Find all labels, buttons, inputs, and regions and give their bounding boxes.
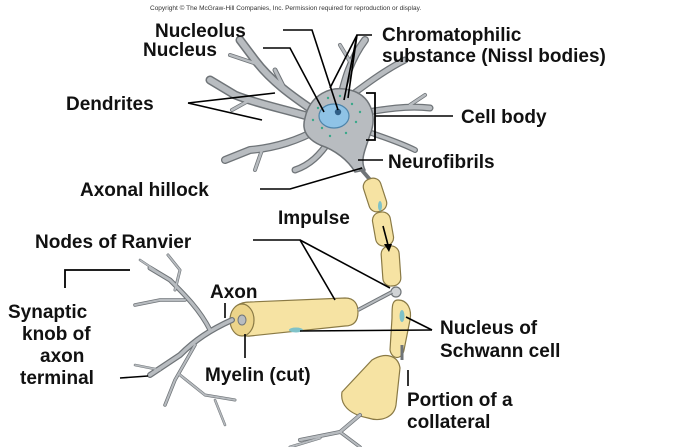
label-chromatophilic-1: Chromatophilic (382, 25, 522, 46)
label-synaptic-3: axon (40, 346, 84, 367)
label-nucleolus: Nucleolus (155, 21, 246, 42)
label-nucleus-schwann-1: Nucleus of (440, 318, 538, 339)
label-portion-collateral-2: collateral (407, 412, 490, 433)
label-dendrites: Dendrites (66, 94, 154, 115)
nucleus-shape (319, 104, 349, 128)
axon-terminal-drawing (135, 255, 235, 425)
label-synaptic-4: terminal (20, 368, 94, 389)
label-chromatophilic-2: substance (Nissl bodies) (382, 46, 606, 67)
label-cell-body: Cell body (461, 107, 547, 128)
label-neurofibrils: Neurofibrils (388, 152, 495, 173)
label-nucleus-schwann-2: Schwann cell (440, 341, 560, 362)
label-axon: Axon (210, 282, 258, 303)
label-nodes-of-ranvier: Nodes of Ranvier (35, 232, 192, 253)
label-myelin-cut: Myelin (cut) (205, 365, 311, 386)
collateral-terminal-drawing (290, 415, 360, 447)
copyright-notice: Copyright © The McGraw-Hill Companies, I… (150, 4, 421, 12)
label-portion-collateral-1: Portion of a (407, 390, 513, 411)
labels: Nucleolus Nucleus Chromatophilic substan… (8, 21, 606, 433)
label-synaptic-2: knob of (22, 324, 91, 345)
label-axonal-hillock: Axonal hillock (80, 180, 209, 201)
label-synaptic-1: Synaptic (8, 302, 88, 323)
label-nucleus: Nucleus (143, 40, 217, 61)
label-impulse: Impulse (278, 208, 350, 229)
